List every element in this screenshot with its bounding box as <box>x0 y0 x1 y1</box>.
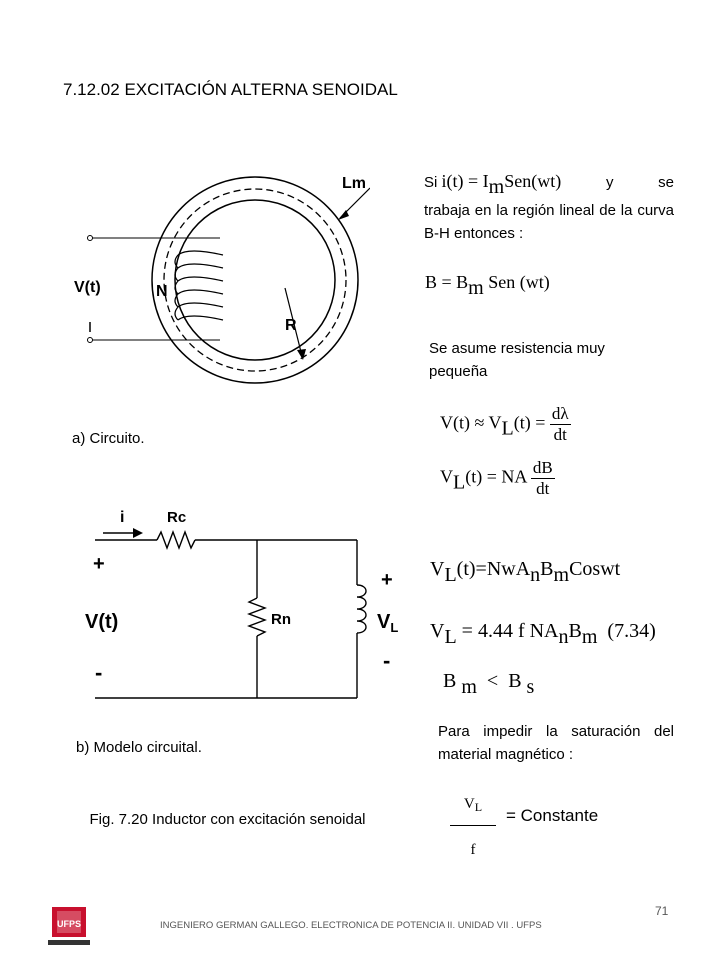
intro-paragraph: Si i(t) = ImSen(wt) y se trabaja en la r… <box>424 170 674 245</box>
r-label: R <box>285 317 297 334</box>
figure-caption: Fig. 7.20 Inductor con excitación senoid… <box>89 811 366 828</box>
vt-label: V(t) <box>74 279 101 296</box>
text-se: se <box>658 174 674 191</box>
plus-right: + <box>381 569 393 591</box>
text-si: Si <box>424 174 438 191</box>
vl-label: VL <box>377 611 398 635</box>
minus-right: - <box>383 648 390 673</box>
vt-model-label: V(t) <box>85 611 118 633</box>
eq-current: i(t) = ImSen(wt) <box>441 171 562 198</box>
section-heading: 7.12.02 EXCITACIÓN ALTERNA SENOIDAL <box>63 80 398 99</box>
saturation-note: Para impedir la saturación del material … <box>438 723 674 763</box>
page-number: 71 <box>655 904 669 918</box>
caption-model: b) Modelo circuital. <box>76 739 202 756</box>
eq-flux: B = Bm Sen (wt) <box>425 272 550 299</box>
resistance-note: Se asume resistencia muy pequeña <box>429 340 605 380</box>
minus-left: - <box>95 660 102 685</box>
intro-rest: trabaja en la región lineal de la curva … <box>424 202 674 242</box>
lm-label: Lm <box>342 175 366 192</box>
toroid-figure: Lm V(t) N R <box>74 175 370 384</box>
n-label: N <box>156 283 168 300</box>
rc-label: Rc <box>167 509 186 526</box>
circuit-model-figure: i Rc + V(t) - Rn + VL - <box>85 509 398 699</box>
current-label: i <box>120 509 124 526</box>
constant-label: = Constante <box>506 805 599 825</box>
logo-text: UFPS <box>57 919 81 929</box>
caption-circuit: a) Circuito. <box>72 430 145 447</box>
text-y: y <box>605 174 614 191</box>
ufps-logo: UFPS <box>44 905 94 949</box>
eq-cos: VL(t)=NwAnBmCoswt <box>430 558 621 586</box>
footer-text: INGENIERO GERMAN GALLEGO. ELECTRONICA DE… <box>160 920 542 931</box>
rn-label: Rn <box>271 611 291 628</box>
eq-inequality: B m < B s <box>443 670 535 698</box>
eq-rms: VL = 4.44 f NAnBm (7.34) <box>430 620 656 648</box>
eq-constant: VL f = Constante <box>450 796 598 859</box>
plus-left: + <box>93 553 105 575</box>
